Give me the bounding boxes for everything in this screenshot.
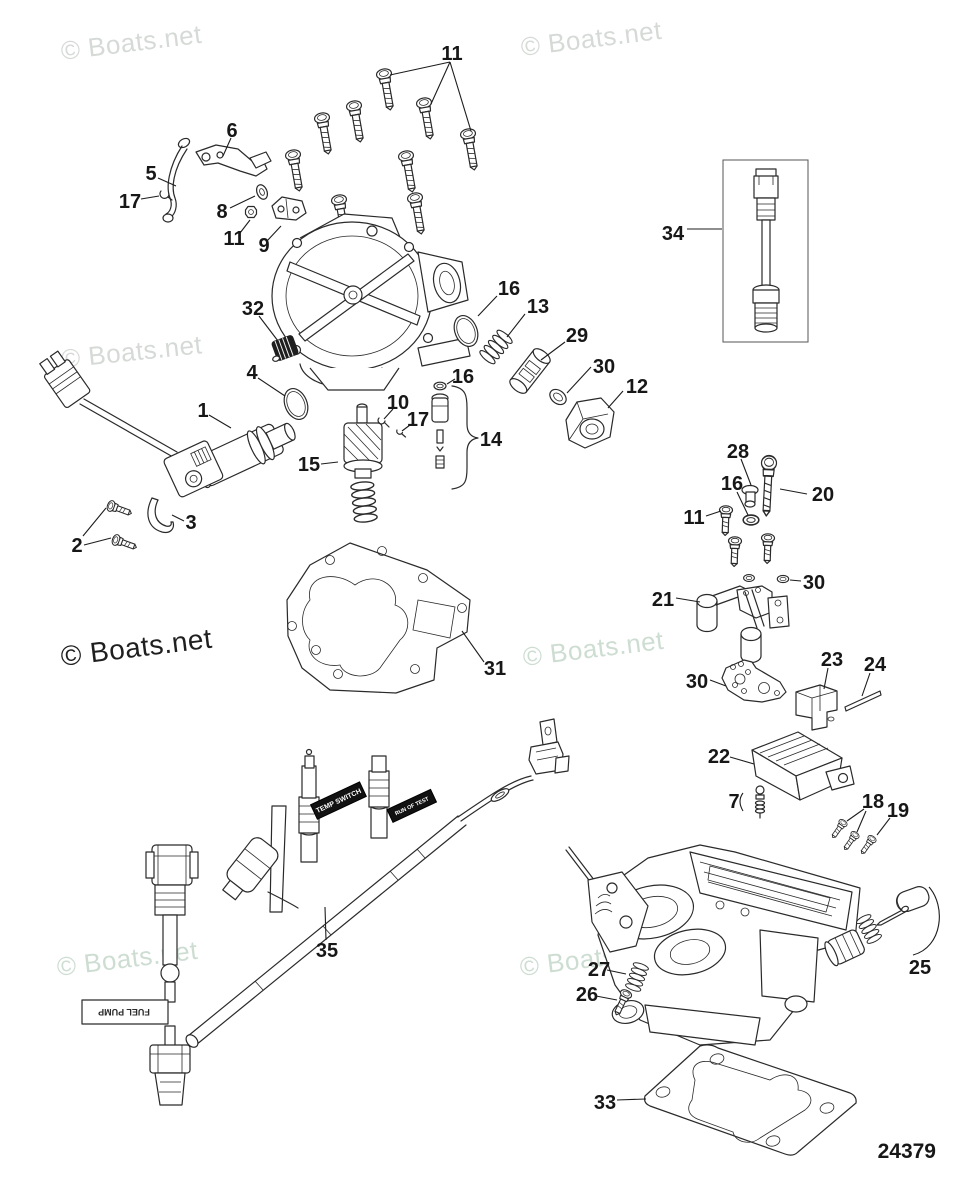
fuel-pump-tag: FUEL PUMP: [98, 1007, 150, 1017]
watermark-mid-left: © Boats.net: [59, 329, 203, 374]
callout-26: 26: [576, 984, 598, 1006]
part-17-clip-lower-drawing: [396, 429, 407, 438]
part-1-fuel-pump-drawing: [39, 350, 296, 498]
part-21-linkage-drawing: [696, 585, 790, 664]
part-32-plug-drawing: [271, 335, 299, 362]
callout-18: 18: [862, 791, 884, 813]
callout-15: 15: [298, 454, 320, 476]
part-23-bracket-drawing: [795, 684, 838, 731]
callout-4: 4: [246, 362, 258, 384]
carburetor-body-drawing: [565, 844, 861, 1046]
part-8-washer-drawing: [255, 184, 269, 200]
callout-27: 27: [588, 959, 610, 981]
callout-labels: 11 6 5 17 8 11 9 34 32 16 13 29 30 12 4 …: [71, 43, 931, 1114]
part-15-filter-drawing: [343, 403, 383, 524]
callout-11-right: 11: [683, 507, 704, 529]
part-28-valve-drawing: [741, 484, 759, 508]
part-31-gasket-drawing: [286, 542, 471, 694]
callout-5: 5: [145, 163, 156, 185]
callout-11-nut: 11: [223, 228, 244, 250]
callout-6: 6: [226, 120, 237, 142]
watermark-dark: © Boats.net: [59, 623, 214, 672]
callout-19: 19: [887, 800, 909, 822]
callout-16-small: 16: [452, 366, 474, 388]
part-30-oring-drawing: [776, 574, 790, 584]
callout-30-plate: 30: [686, 671, 708, 693]
part-18-screws-drawing: [828, 817, 861, 853]
callout-22: 22: [708, 746, 730, 768]
callout-8: 8: [216, 201, 227, 223]
part-11-cover-screws-drawing: [284, 67, 483, 238]
part-30-washer-drawing: [549, 388, 567, 406]
part-22-float-drawing: [751, 731, 855, 801]
callout-11-top: 11: [441, 43, 462, 65]
part-7-needle-drawing: [754, 785, 766, 819]
part-5-link-rod-drawing: [162, 137, 191, 223]
part-14-needle-kit-drawing: [431, 385, 479, 490]
callout-1: 1: [197, 400, 208, 422]
part-16-washer-drawing: [742, 514, 760, 526]
callout-35: 35: [316, 940, 338, 962]
callout-17: 17: [119, 191, 141, 213]
watermark-center: © Boats.net: [521, 625, 666, 672]
part-34-sensor-drawing: [722, 159, 809, 343]
callout-16-washer: 16: [721, 473, 743, 495]
callout-9: 9: [258, 235, 269, 257]
callout-17-lower: 17: [407, 409, 429, 431]
callout-10: 10: [387, 392, 409, 414]
callout-30-oring: 30: [803, 572, 825, 594]
callout-34: 34: [662, 223, 685, 245]
callout-14: 14: [480, 429, 503, 451]
part-30-plate-drawing: [721, 659, 787, 703]
callout-32: 32: [242, 298, 264, 320]
callout-3: 3: [185, 512, 196, 534]
part-16-small-ring-drawing: [433, 381, 447, 391]
leader-lines: [82, 61, 940, 1101]
callout-16-ring: 16: [498, 278, 520, 300]
part-2-screws-drawing: [105, 499, 139, 554]
callout-29: 29: [566, 325, 588, 347]
part-12-hex-plug-drawing: [565, 397, 615, 449]
watermark-top-left: © Boats.net: [59, 19, 204, 66]
callout-23: 23: [821, 649, 843, 671]
part-9-bracket-drawing: [271, 196, 307, 221]
part-29-seat-drawing: [509, 348, 551, 394]
part-20-screw-drawing: [757, 454, 778, 518]
watermark-top-right: © Boats.net: [519, 15, 664, 62]
part-3-clip-drawing: [147, 497, 175, 534]
part-24-pin-drawing: [844, 690, 882, 712]
part-25-mixture-kit-drawing: [824, 886, 930, 967]
carburetor-top-cover-drawing: [271, 213, 471, 391]
part-11-nut-drawing: [244, 205, 258, 219]
drawing-number: 24379: [878, 1140, 936, 1163]
callout-2: 2: [71, 535, 82, 557]
part-6-lever-drawing: [195, 144, 272, 177]
callout-24: 24: [864, 654, 887, 676]
callout-31: 31: [484, 658, 506, 680]
part-35-harness-drawing: FUEL PUMP TEMP SWITCH RUN OF TEST: [81, 718, 570, 1106]
callout-20: 20: [812, 484, 834, 506]
callout-12: 12: [626, 376, 648, 398]
callout-13: 13: [527, 296, 549, 318]
callout-28: 28: [727, 441, 749, 463]
part-4-oring-drawing: [279, 384, 313, 424]
callout-7: 7: [728, 791, 739, 813]
part-17-clip-drawing: [159, 190, 173, 201]
callout-33: 33: [594, 1092, 616, 1114]
callout-25: 25: [909, 957, 931, 979]
part-33-gasket-drawing: [643, 1044, 857, 1156]
callout-21: 21: [652, 589, 674, 611]
part-13-spring-drawing: [477, 327, 515, 367]
callout-30-washer: 30: [593, 356, 615, 378]
part-19-screw-drawing: [857, 833, 878, 857]
part-10-clip-drawing: [377, 417, 390, 428]
